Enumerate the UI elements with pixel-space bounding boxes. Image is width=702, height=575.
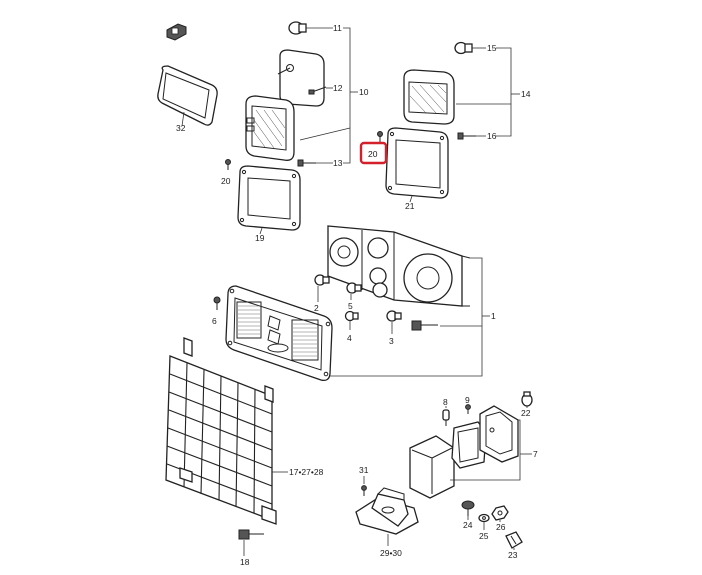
label-24: 24 — [463, 520, 473, 530]
bulb-22 — [521, 391, 533, 407]
label-12: 12 — [333, 83, 343, 93]
screw-6 — [213, 296, 221, 310]
label-3: 3 — [389, 336, 394, 346]
bulb-11 — [288, 21, 307, 35]
nut-26 — [491, 505, 509, 521]
page-flip-icon[interactable] — [166, 23, 187, 41]
washer-25 — [478, 513, 490, 523]
lamp-7 — [409, 405, 519, 499]
label-15: 15 — [487, 43, 497, 53]
label-20-highlighted[interactable]: 20 — [368, 149, 378, 159]
label-16: 16 — [487, 131, 497, 141]
label-8: 8 — [443, 397, 448, 407]
bolt-18 — [238, 529, 264, 540]
bulb-5 — [346, 282, 362, 294]
bolt-1 — [411, 320, 438, 331]
screw-20-left — [225, 159, 231, 170]
gasket-19 — [237, 165, 301, 231]
label-19: 19 — [255, 233, 265, 243]
bulb-8 — [442, 409, 450, 426]
lamp-right-14 — [403, 69, 455, 125]
bolt-24 — [461, 500, 475, 516]
highlighted-callout-20[interactable] — [359, 141, 388, 165]
label-20-left: 20 — [221, 176, 231, 186]
label-21: 21 — [405, 201, 415, 211]
label-2: 2 — [314, 303, 319, 313]
bulb-2 — [314, 274, 330, 286]
gasket-21 — [385, 127, 449, 199]
grille-17 — [165, 337, 277, 525]
lens-plate — [225, 285, 333, 382]
label-25: 25 — [479, 531, 489, 541]
lamp-housing-1 — [327, 225, 471, 307]
lens-32 — [157, 65, 218, 126]
screw-20-right — [377, 131, 383, 142]
bracket-29 — [355, 487, 419, 535]
label-14: 14 — [521, 89, 531, 99]
clip-23 — [505, 531, 523, 549]
label-4: 4 — [347, 333, 352, 343]
lamp-front-left — [245, 95, 295, 161]
label-22: 22 — [521, 408, 531, 418]
lamp-back-12 — [277, 49, 325, 107]
screw-31 — [361, 485, 367, 496]
label-31: 31 — [359, 465, 369, 475]
bulb-4 — [344, 310, 359, 322]
label-18: 18 — [240, 557, 250, 567]
label-10: 10 — [359, 87, 369, 97]
label-26: 26 — [496, 522, 506, 532]
screw-16 — [457, 132, 476, 140]
bulb-15 — [454, 41, 473, 55]
bulb-3 — [386, 310, 402, 322]
label-23: 23 — [508, 550, 518, 560]
label-13: 13 — [333, 158, 343, 168]
label-1: 1 — [491, 311, 496, 321]
label-9: 9 — [465, 395, 470, 405]
screw-13 — [297, 159, 316, 167]
label-11: 11 — [333, 23, 342, 33]
screw-12 — [308, 86, 327, 95]
screw-9 — [465, 404, 471, 414]
label-6: 6 — [212, 316, 217, 326]
label-29-30: 29•30 — [380, 548, 402, 558]
label-5: 5 — [348, 301, 353, 311]
label-17-27-28: 17•27•28 — [289, 467, 324, 477]
label-32: 32 — [176, 123, 186, 133]
label-7: 7 — [533, 449, 538, 459]
